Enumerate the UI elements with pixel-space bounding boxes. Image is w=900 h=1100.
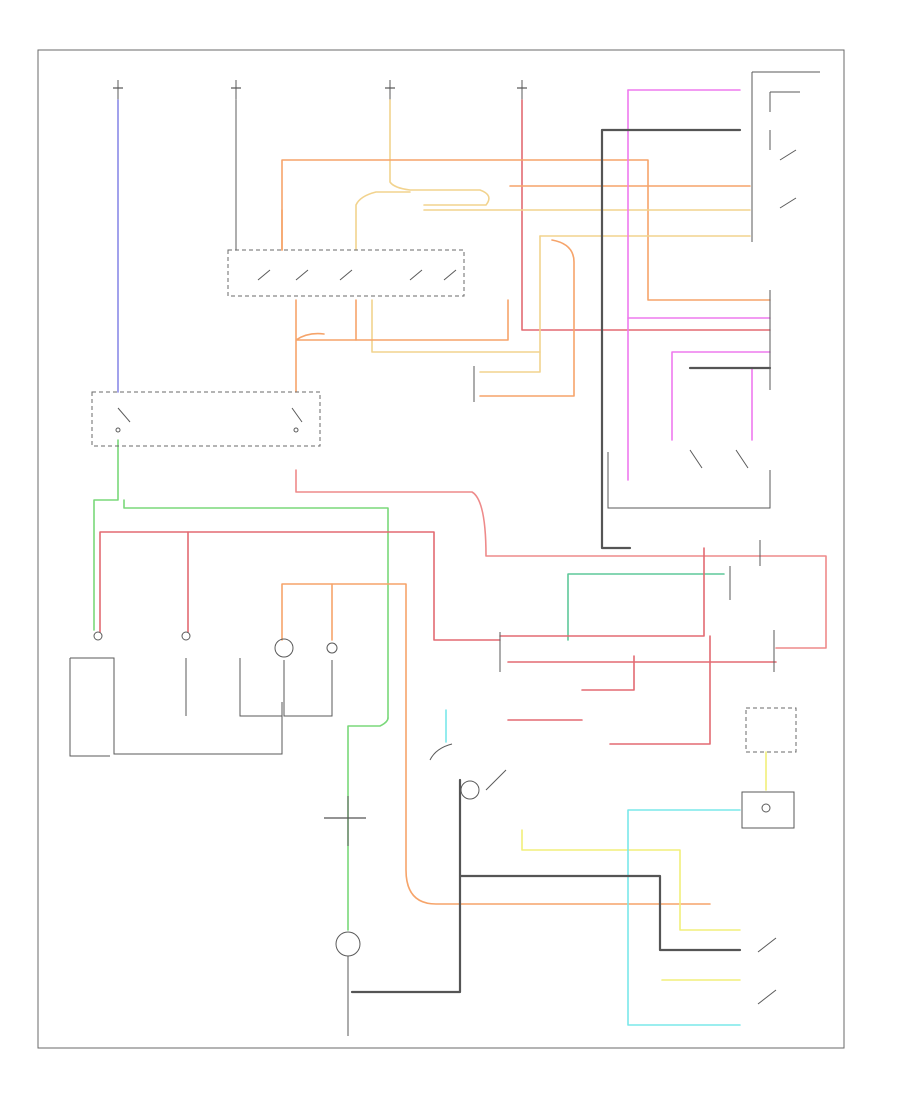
wire-orange-switch (295, 299, 509, 393)
fuse-column-2 (231, 80, 241, 100)
fuse-column-3 (385, 80, 395, 100)
ground-bottom (335, 931, 361, 1036)
wire-red-relay-mid (499, 547, 705, 637)
wire-green-tosignal (123, 499, 389, 719)
combo-relay (607, 449, 771, 509)
wire-pink-long (295, 469, 827, 649)
wire-orange-top (281, 159, 771, 301)
turn-signal-switch-box (91, 391, 321, 447)
wire-black-lower (350, 778, 742, 994)
right-lamps (274, 638, 338, 717)
wire-red-lower (581, 635, 711, 745)
fuse-box-lower (741, 707, 797, 829)
wire-cyan-lower (627, 809, 741, 1026)
fuse-column-4 (517, 80, 527, 100)
trailer-module (499, 540, 775, 672)
wire-red-left-top (99, 531, 501, 641)
left-lamps (70, 631, 283, 755)
wire-red-fuse4 (521, 99, 771, 331)
wire-tan-left-branch (355, 191, 411, 251)
wire-black-right-loop (600, 128, 742, 550)
wire-green-switch (93, 439, 119, 631)
wire-orange-hazard (479, 239, 575, 397)
ground-left (69, 658, 110, 757)
wire-orange-long (281, 583, 711, 905)
wire-tan-fuse3 (389, 99, 490, 206)
wire-tan-352 (371, 299, 541, 353)
connector-lower-right (757, 937, 777, 1005)
main-switch-box (227, 249, 465, 297)
wire-magenta-right (671, 351, 771, 441)
diagram-frame (37, 49, 845, 1049)
wire-yellow-lower (521, 829, 741, 931)
wire-green-relay (567, 573, 725, 641)
fuse-column-1 (113, 80, 123, 100)
stop-lamp-switch (429, 743, 507, 800)
right-top-switch-strip (751, 71, 820, 242)
wire-green-down (347, 717, 389, 931)
mid-switch (324, 796, 366, 846)
wire-tan-hazard (479, 235, 541, 373)
